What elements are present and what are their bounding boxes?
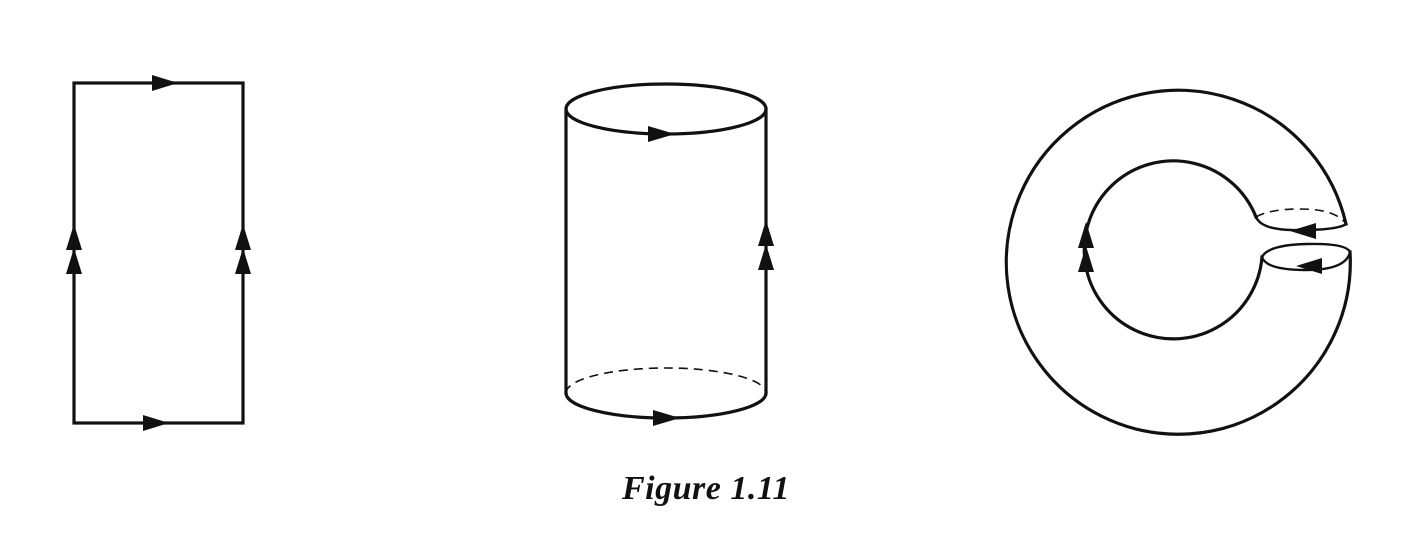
bent-cylinder-inner-arc: [1082, 159, 1264, 341]
bottom-edge-arrow: [143, 415, 169, 431]
lower-end-loop: [1260, 242, 1352, 272]
figure-caption: Figure 1.11: [622, 470, 790, 507]
rectangle-outline: [72, 81, 245, 425]
left-edge-double-arrow: [66, 224, 82, 274]
lower-end-arrow: [1296, 258, 1322, 274]
panel-cylinder: [564, 82, 774, 426]
upper-end-back-dashed: [1255, 208, 1347, 225]
bent-cylinder-outer-arc: [1004, 88, 1352, 436]
panel-rectangle: [66, 75, 251, 431]
panel-bent-cylinder: [1004, 88, 1352, 436]
right-edge-double-arrow: [235, 224, 251, 274]
cylinder-seam-double-arrow: [758, 220, 774, 270]
cylinder-top-circle: [564, 82, 768, 136]
top-edge-arrow: [152, 75, 178, 91]
cylinder-top-arrow: [648, 126, 675, 142]
cylinder-bottom-arrow: [653, 410, 680, 426]
upper-end-arrow: [1290, 223, 1316, 239]
bent-cylinder-seam-double-arrow: [1078, 222, 1094, 272]
cylinder-bottom-back-dashed: [565, 367, 767, 394]
